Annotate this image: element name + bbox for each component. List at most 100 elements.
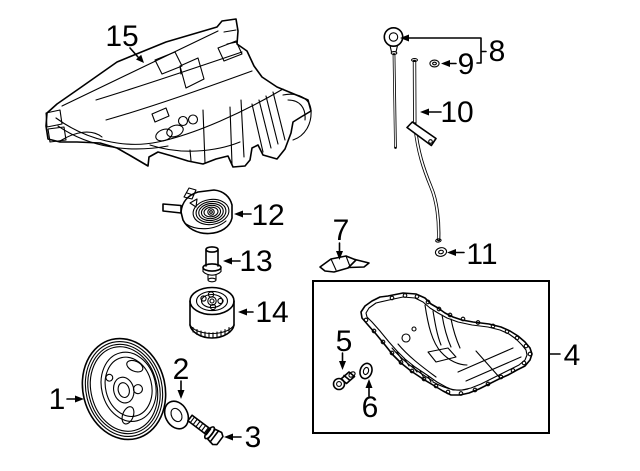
washer-outer — [163, 400, 190, 430]
pulley-hub — [113, 376, 135, 404]
filter-knurl-ticks — [192, 326, 230, 339]
cooler-ring-5 — [203, 206, 219, 218]
adapter-body-sides — [205, 249, 219, 267]
pan-sump-ribs — [396, 351, 432, 383]
callout-6-label[interactable]: 6 — [362, 391, 379, 424]
callout-5-label[interactable]: 5 — [336, 325, 353, 358]
oring11-outer — [434, 247, 448, 257]
pulley-window-1 — [126, 359, 144, 373]
callout-15[interactable]: 15 — [105, 20, 144, 63]
filter-center — [207, 296, 217, 306]
callout-8-label[interactable]: 8 — [489, 35, 506, 68]
oil-filter-drawing — [189, 286, 235, 339]
cooler-ring-3 — [198, 202, 224, 222]
callout-2[interactable]: 2 — [173, 353, 190, 399]
callout-3[interactable]: 3 — [224, 421, 261, 454]
callout-11[interactable]: 11 — [447, 238, 498, 271]
pan-vertical-ribs — [432, 310, 461, 349]
manifold-band-line-2 — [105, 70, 253, 121]
cooler-ring-4 — [200, 204, 222, 220]
cooler-center-hole — [207, 208, 215, 216]
adapter-flange-sides — [202, 266, 222, 273]
tube-mount-strap — [406, 121, 437, 147]
callout-15-label[interactable]: 15 — [105, 20, 138, 53]
manifold-oval-port-2 — [166, 124, 184, 138]
manifold-left-tab-1 — [45, 109, 63, 128]
callout-2-label[interactable]: 2 — [173, 353, 190, 386]
callout-12[interactable]: 12 — [234, 199, 285, 232]
callout-10-arrowhead — [420, 108, 429, 116]
manifold-vertical-lines — [189, 99, 245, 165]
dipstick-blade-highlight — [393, 54, 396, 148]
oil-pan-drawing — [360, 292, 533, 396]
tube-oring-drawing — [434, 247, 448, 257]
manifold-runner-box-2 — [217, 40, 243, 62]
filter-inner-ring — [200, 293, 224, 309]
callout-8-leader — [405, 37, 487, 64]
callout-11-label[interactable]: 11 — [466, 238, 497, 271]
manifold-plenum-curve-1 — [55, 88, 284, 145]
bracket-fold-line — [330, 255, 351, 271]
cooler-ring-2 — [195, 200, 227, 224]
callout-8-arrowhead — [400, 34, 409, 42]
callout-14-label[interactable]: 14 — [255, 296, 288, 329]
callout-5-arrowhead — [339, 361, 346, 370]
tube-lower-inner — [413, 123, 440, 240]
bolt-hex-head — [207, 428, 224, 446]
plug-flange — [332, 377, 346, 391]
cooler-body — [180, 189, 233, 235]
callout-13-label[interactable]: 13 — [239, 245, 272, 278]
oring9-inner — [432, 61, 437, 66]
callout-10[interactable]: 10 — [420, 96, 474, 129]
pulley-rim-3 — [89, 346, 159, 432]
callout-7-arrowhead — [336, 251, 343, 260]
filter-top-ring — [195, 290, 229, 312]
manifold-bottom-curve — [59, 131, 103, 142]
callout-12-label[interactable]: 12 — [251, 199, 284, 232]
callout-8[interactable]: 8 — [400, 34, 506, 69]
callout-1-label[interactable]: 1 — [49, 383, 66, 416]
plug-tip — [348, 371, 356, 378]
pan-boss — [427, 347, 457, 363]
drain-plug-gasket-drawing — [359, 362, 373, 380]
pulley-window-2 — [132, 384, 143, 395]
callout-6[interactable]: 6 — [362, 379, 379, 424]
cooler-left-stub — [162, 203, 182, 214]
callout-5[interactable]: 5 — [336, 325, 353, 370]
callout-15-arrowhead — [136, 54, 144, 63]
filter-sides — [189, 300, 235, 326]
callout-7[interactable]: 7 — [333, 214, 350, 260]
callout-14[interactable]: 14 — [238, 296, 289, 329]
pulley-washer-drawing — [163, 400, 190, 430]
manifold-port-hole-2 — [187, 114, 199, 125]
callout-14-arrowhead — [238, 308, 247, 316]
callout-3-label[interactable]: 3 — [245, 421, 262, 454]
dipstick-oring-drawing — [429, 59, 440, 68]
pan-floor-ribs — [457, 347, 522, 382]
adapter-tip — [207, 277, 217, 283]
pulley-hub-bore — [117, 382, 130, 399]
callout-1[interactable]: 1 — [49, 383, 84, 416]
plug-hex-body — [340, 371, 356, 385]
adapter-top — [205, 246, 219, 253]
callout-11-arrowhead — [447, 249, 456, 256]
dipstick-drawing — [383, 26, 404, 149]
filter-hole-1 — [200, 295, 207, 302]
crankshaft-pulley-drawing — [81, 337, 167, 441]
bracket-plate — [319, 255, 357, 273]
callout-9[interactable]: 9 — [441, 48, 474, 81]
callout-9-label[interactable]: 9 — [458, 48, 475, 81]
cooler-notch — [189, 198, 198, 208]
callout-13[interactable]: 13 — [223, 245, 273, 278]
callout-4[interactable]: 4 — [548, 339, 581, 372]
oring9-outer — [429, 59, 440, 68]
callout-7-label[interactable]: 7 — [333, 214, 350, 247]
cooler-center-dot — [209, 210, 213, 214]
callout-10-label[interactable]: 10 — [440, 96, 473, 129]
callout-15-leader — [129, 47, 139, 58]
callout-3-arrowhead — [224, 433, 233, 441]
washer-inner — [170, 407, 183, 423]
callout-4-label[interactable]: 4 — [564, 339, 581, 372]
gasket-inner — [362, 366, 370, 376]
